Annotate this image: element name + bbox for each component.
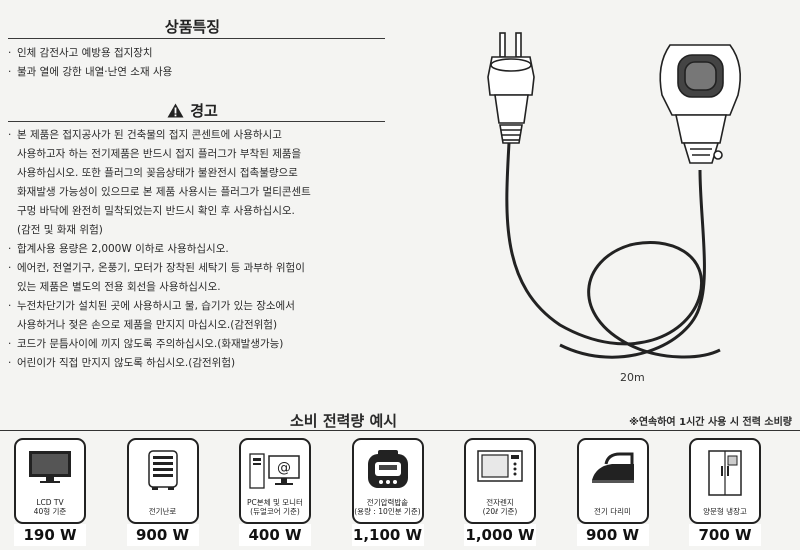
card-label-line: PC본체 및 모니터 [247,498,303,507]
consumption-card: 전기 다리미 900 W [576,438,649,546]
warning-title: 경고 [190,102,218,120]
consumption-title: 소비 전력량 예시 [290,412,398,430]
card-watt: 190 W [14,524,86,546]
card-watt: 1,000 W [464,524,536,546]
card-label-line: (20ℓ 기준) [482,507,518,516]
card-label-line: 전자렌지 [486,498,514,507]
consumption-rule [0,430,800,431]
card-frame: 전기 다리미 [576,438,649,524]
warning-line: 코드가 문틈사이에 끼지 않도록 주의하십시오.(화재발생가능) [17,338,284,350]
iron-icon [579,450,647,486]
heater-icon [129,450,197,490]
card-label: 전기압력밥솥(용량 : 10인분 기준) [354,498,422,516]
consumption-card: 전기난로 900 W [126,438,199,546]
warning-item: ·코드가 문틈사이에 끼지 않도록 주의하십시오.(화재발생가능) [8,335,378,354]
card-watt: 1,100 W [351,524,424,546]
warning-line: 있는 제품은 별도의 전용 회선을 사용하십시오. [17,281,221,293]
consumption-card: 전자렌지(20ℓ 기준) 1,000 W [464,438,536,546]
warning-line: 화재발생 가능성이 있으므로 본 제품 사용시는 플러그가 멀티콘센트 [17,186,311,198]
warning-line: 누전차단기가 설치된 곳에 사용하시고 물, 습기가 있는 장소에서 [17,300,295,312]
warning-line: 본 제품은 접지공사가 된 건축물의 접지 콘센트에 사용하시고 [17,129,282,141]
card-label-line: 양문형 냉장고 [703,507,747,516]
card-frame: 전기난로 [126,438,199,524]
card-frame: 전자렌지(20ℓ 기준) [464,438,536,524]
card-label-line: 전기난로 [148,507,177,516]
card-label: 전자렌지(20ℓ 기준) [466,498,534,516]
cord-length-caption: 20m [620,371,645,384]
card-label-line: 전기압력밥솥 [366,498,409,507]
warning-line: 사용하거나 젖은 손으로 제품을 만지지 마십시오.(감전위험) [17,319,278,331]
card-label-line: (용량 : 10인분 기준) [354,507,421,516]
warning-line: 합계사용 용량은 2,000W 이하로 사용하십시오. [17,243,229,255]
warning-line: 사용하십시오. 또한 플러그의 꽂음상태가 불완전시 접촉불량으로 [17,167,298,179]
warning-line: (감전 및 화재 위험) [17,224,103,236]
refrigerator-icon [691,450,759,496]
card-label: 양문형 냉장고 [691,507,759,516]
card-label: PC본체 및 모니터(듀얼코어 기준) [241,498,309,516]
card-watt: 700 W [689,524,761,546]
card-label: 전기난로 [129,507,197,516]
features-rule [8,38,385,39]
warning-rule [8,121,385,122]
features-list: ·인체 감전사고 예방용 접지장치 ·불과 열에 강한 내열·난연 소재 사용 [8,44,378,82]
card-label-line: 전기 다리미 [594,507,631,516]
warning-line: 구멍 바닥에 완전히 밀착되었는지 반드시 확인 후 사용하십시오. [17,205,295,217]
card-label: 전기 다리미 [579,507,647,516]
consumption-card: 양문형 냉장고 700 W [689,438,761,546]
pc-monitor-icon: @ [241,450,309,490]
card-frame: 전기압력밥솥(용량 : 10인분 기준) [351,438,424,524]
rice-cooker-icon [354,450,422,490]
svg-text:@: @ [277,460,291,476]
card-label-line: (듀얼코어 기준) [250,507,300,516]
card-watt: 400 W [239,524,311,546]
warning-item: ·합계사용 용량은 2,000W 이하로 사용하십시오. [8,240,378,259]
consumption-note: ※연속하여 1시간 사용 시 전력 소비량 [629,417,792,428]
warning-triangle-icon [167,103,184,118]
consumption-card: @ PC본체 및 모니터(듀얼코어 기준) 400 W [239,438,311,546]
card-label-line: 40형 기준 [33,507,67,516]
warning-item: ·어린이가 직접 만지지 않도록 하십시오.(감전위험) [8,354,378,373]
card-frame: 양문형 냉장고 [689,438,761,524]
tv-icon [16,450,84,484]
power-strip-illustration: 20m [487,32,741,384]
microwave-icon [466,450,534,482]
feature-item: ·불과 열에 강한 내열·난연 소재 사용 [8,66,173,78]
card-frame: @ PC본체 및 모니터(듀얼코어 기준) [239,438,311,524]
warning-line: 에어컨, 전열기구, 온풍기, 모터가 장착된 세탁기 등 과부하 위험이 [17,262,305,274]
warning-line: 어린이가 직접 만지지 않도록 하십시오.(감전위험) [17,357,236,369]
feature-item: ·인체 감전사고 예방용 접지장치 [8,47,153,59]
consumption-card: 전기압력밥솥(용량 : 10인분 기준) 1,100 W [351,438,424,546]
warning-line: 사용하고자 하는 전기제품은 반드시 접지 플러그가 부착된 제품을 [17,148,302,160]
warning-heading: 경고 [0,100,385,121]
features-title: 상품특징 [164,18,221,36]
card-label-line: LCD TV [36,498,64,507]
card-watt: 900 W [576,524,649,546]
feature-text: 인체 감전사고 예방용 접지장치 [17,47,153,59]
card-watt: 900 W [126,524,199,546]
feature-text: 불과 열에 강한 내열·난연 소재 사용 [17,66,173,78]
